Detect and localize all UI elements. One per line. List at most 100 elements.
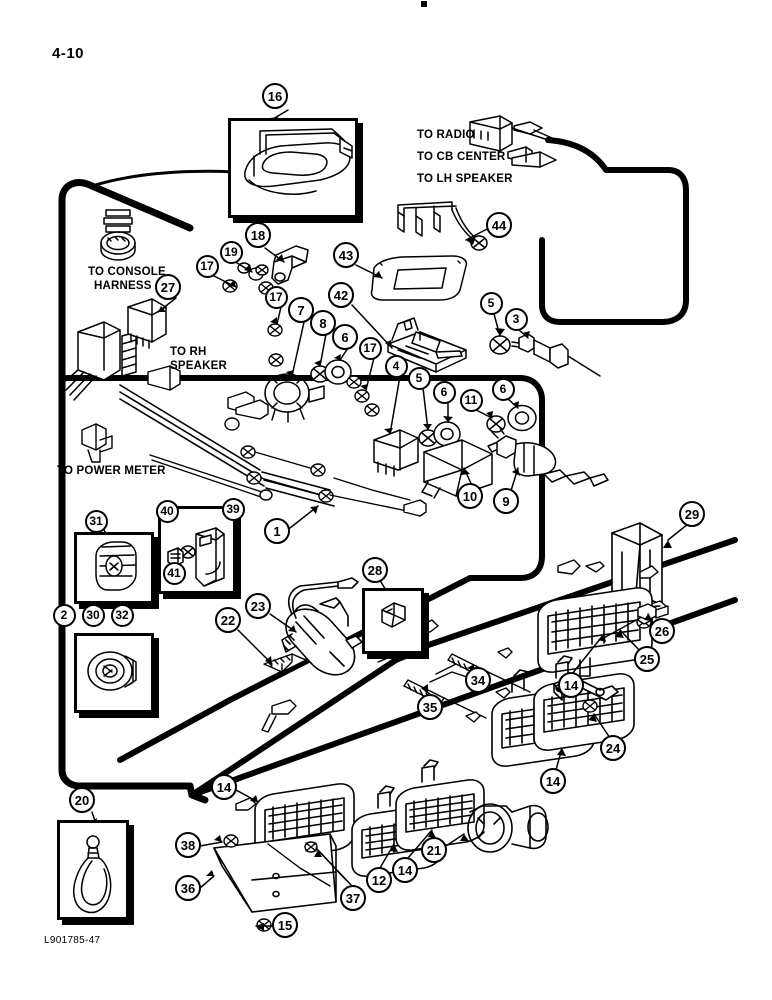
callout-39: 39	[221, 497, 245, 521]
callout-15: 15	[272, 912, 298, 938]
callout-22: 22	[215, 607, 241, 633]
callout-11: 11	[459, 388, 483, 412]
callout-17: 17	[358, 336, 382, 360]
callout-number: 24	[605, 740, 621, 756]
label-to-console-harness-line2: HARNESS	[94, 280, 152, 292]
callout-8: 8	[310, 310, 336, 336]
callout-number: 3	[512, 312, 520, 326]
callout-14: 14	[540, 768, 566, 794]
callout-27: 27	[155, 274, 181, 300]
callout-number: 17	[200, 259, 214, 273]
callout-number: 30	[86, 608, 100, 622]
callout-34: 34	[465, 667, 491, 693]
callout-number: 23	[250, 598, 266, 614]
callout-number: 35	[422, 699, 438, 715]
callout-number: 10	[462, 488, 478, 504]
callout-5: 5	[407, 366, 431, 390]
callout-number: 5	[415, 371, 423, 385]
callout-number: 34	[470, 672, 486, 688]
callout-17: 17	[264, 285, 288, 309]
callout-number: 8	[319, 315, 327, 331]
callout-23: 23	[245, 593, 271, 619]
label-to-power-meter: TO POWER METER	[57, 465, 166, 477]
callout-number: 19	[224, 245, 238, 259]
callout-24: 24	[600, 735, 626, 761]
callout-number: 32	[115, 608, 129, 622]
callout-number: 6	[341, 329, 349, 345]
callout-42: 42	[328, 282, 354, 308]
callout-17: 17	[195, 254, 219, 278]
callout-6: 6	[332, 324, 358, 350]
callout-36: 36	[175, 875, 201, 901]
callout-number: 28	[367, 562, 383, 578]
callout-28: 28	[362, 557, 388, 583]
callout-26: 26	[649, 618, 675, 644]
callout-number: 2	[60, 608, 68, 622]
callout-number: 4	[392, 359, 400, 373]
callout-number: 44	[491, 217, 507, 233]
callout-41: 41	[162, 561, 186, 585]
callout-number: 22	[220, 612, 236, 628]
callout-12: 12	[366, 867, 392, 893]
callout-14: 14	[558, 672, 584, 698]
callout-number: 15	[277, 917, 293, 933]
label-to-cb-center: TO CB CENTER	[417, 151, 506, 163]
callout-number: 36	[180, 880, 196, 896]
callout-number: 14	[563, 677, 579, 693]
callout-number: 11	[464, 393, 478, 407]
callout-16: 16	[262, 83, 288, 109]
callout-number: 17	[269, 290, 283, 304]
print-artifact	[421, 1, 427, 7]
callout-number: 12	[371, 872, 387, 888]
callout-19: 19	[219, 240, 243, 264]
callout-number: 21	[426, 842, 442, 858]
callout-3: 3	[504, 307, 528, 331]
callout-4: 4	[384, 354, 408, 378]
callout-35: 35	[417, 694, 443, 720]
callout-30: 30	[81, 603, 105, 627]
callout-number: 42	[333, 287, 349, 303]
callout-number: 31	[89, 514, 103, 528]
label-to-console-harness-line1: TO CONSOLE	[88, 266, 166, 278]
callout-number: 16	[267, 88, 283, 104]
callout-43: 43	[333, 242, 359, 268]
callout-32: 32	[110, 603, 134, 627]
callout-number: 5	[487, 296, 495, 310]
callout-number: 14	[545, 773, 561, 789]
callout-7: 7	[288, 297, 314, 323]
figure-id: L901785-47	[44, 935, 101, 946]
label-to-rh-speaker-line1: TO RH	[170, 346, 207, 358]
label-to-rh-speaker-line2: SPEAKER	[170, 360, 227, 372]
callout-number: 37	[345, 890, 361, 906]
callout-6: 6	[432, 380, 456, 404]
callout-number: 41	[167, 566, 181, 580]
callout-number: 7	[297, 302, 305, 318]
page-number: 4-10	[52, 45, 85, 62]
callout-37: 37	[340, 885, 366, 911]
callout-5: 5	[479, 291, 503, 315]
callout-number: 17	[363, 341, 377, 355]
callout-6: 6	[491, 377, 515, 401]
callout-number: 26	[654, 623, 670, 639]
callout-number: 38	[180, 837, 196, 853]
callout-14: 14	[392, 857, 418, 883]
callout-31: 31	[84, 509, 108, 533]
callout-number: 14	[397, 862, 413, 878]
callout-number: 20	[74, 792, 90, 808]
callout-number: 39	[226, 502, 240, 516]
callout-14: 14	[211, 774, 237, 800]
callout-1: 1	[264, 518, 290, 544]
callout-44: 44	[486, 212, 512, 238]
callout-2: 2	[52, 603, 76, 627]
callout-number: 27	[160, 279, 176, 295]
callout-number: 40	[160, 504, 174, 518]
label-to-radio: TO RADIO	[417, 129, 475, 141]
callout-9: 9	[493, 488, 519, 514]
callout-number: 14	[216, 779, 232, 795]
callout-number: 1	[273, 523, 281, 539]
label-to-lh-speaker: TO LH SPEAKER	[417, 173, 513, 185]
callout-20: 20	[69, 787, 95, 813]
callout-38: 38	[175, 832, 201, 858]
callout-10: 10	[457, 483, 483, 509]
